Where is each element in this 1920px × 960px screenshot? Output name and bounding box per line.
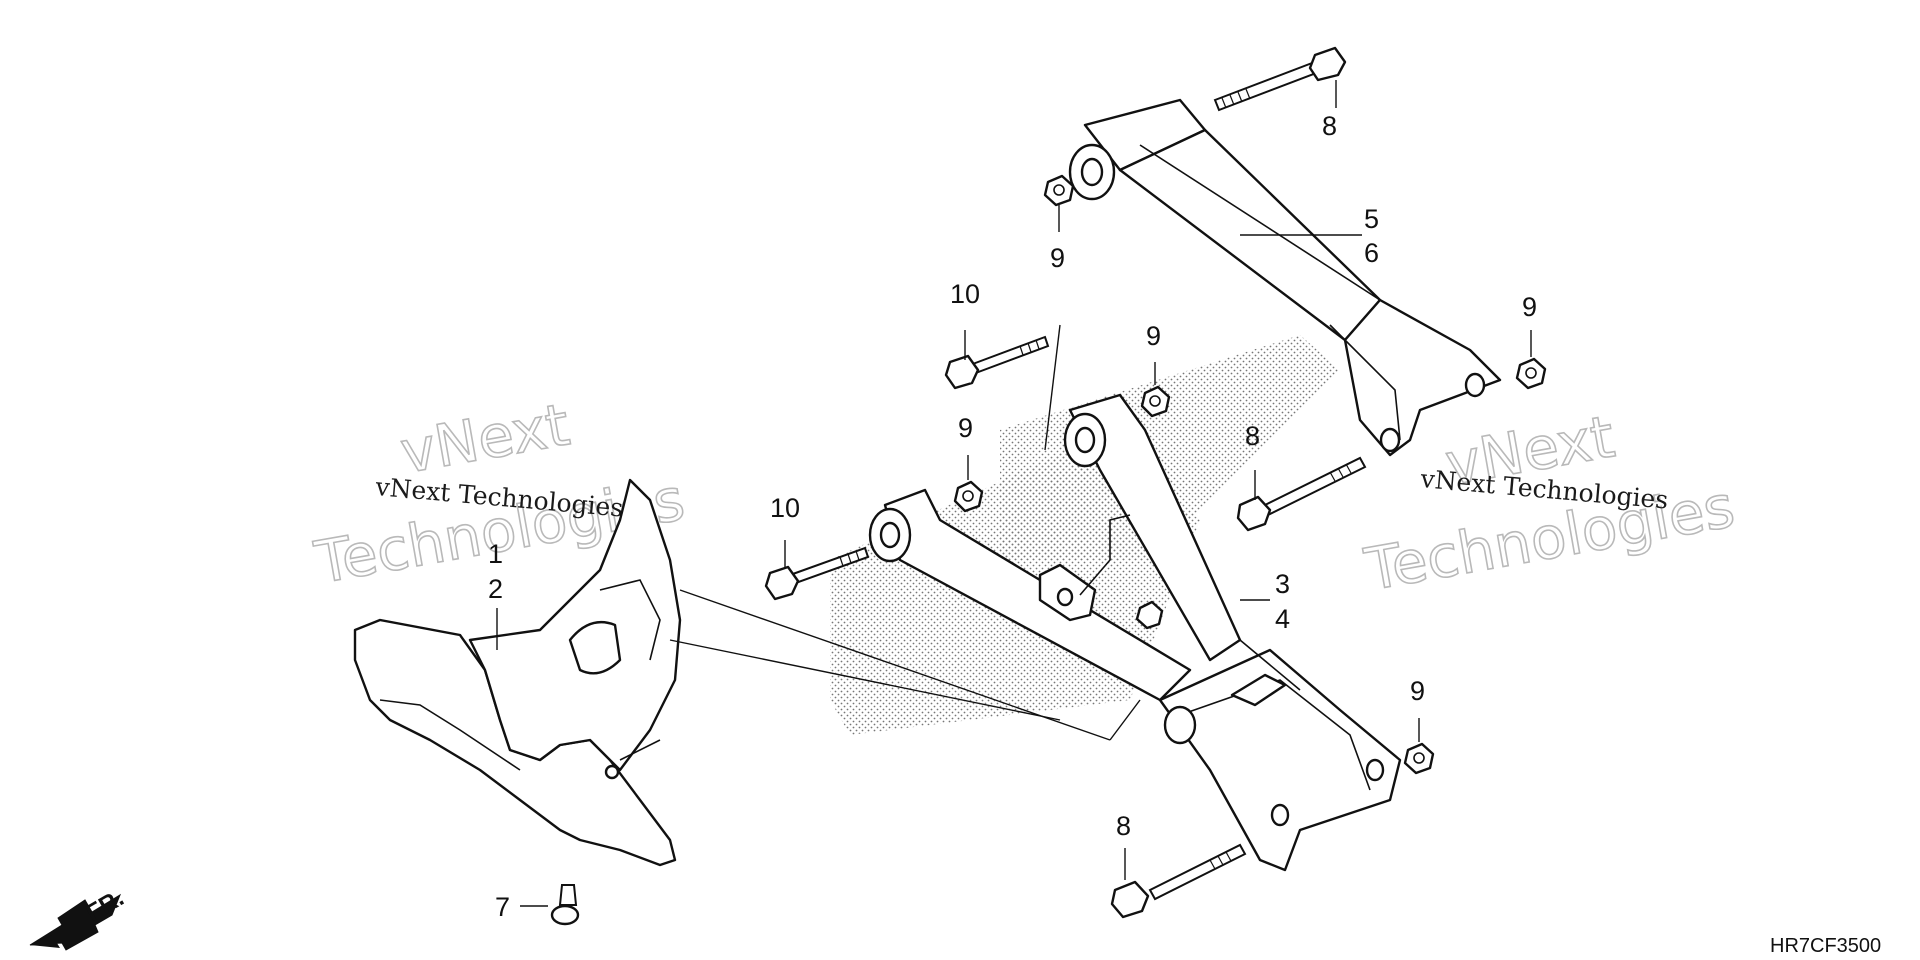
bolt-8-bottom[interactable] bbox=[1110, 843, 1247, 919]
nut-9-e[interactable] bbox=[1403, 742, 1435, 775]
bolt-8-middle[interactable] bbox=[1236, 456, 1367, 532]
nut-9-b[interactable] bbox=[1140, 385, 1171, 418]
nut-9-d[interactable] bbox=[1515, 357, 1547, 390]
callout-10[interactable]: 10 bbox=[770, 493, 800, 523]
callout-2[interactable]: 2 bbox=[488, 574, 503, 604]
nut-9-f[interactable] bbox=[1135, 600, 1164, 630]
watermark-right: vNext Technologies vNext Technologies bbox=[1359, 402, 1740, 605]
callout-7[interactable]: 7 bbox=[495, 892, 510, 922]
callout-9[interactable]: 9 bbox=[958, 413, 973, 443]
callout-5[interactable]: 5 bbox=[1364, 204, 1379, 234]
guard-1-2[interactable] bbox=[353, 478, 682, 867]
screw-7[interactable] bbox=[550, 884, 580, 926]
lower-arm-3-4[interactable] bbox=[868, 393, 1402, 872]
callout-9[interactable]: 9 bbox=[1050, 243, 1065, 273]
callout-10[interactable]: 10 bbox=[950, 279, 980, 309]
leader-lines bbox=[496, 80, 1532, 907]
callout-6[interactable]: 6 bbox=[1364, 238, 1379, 268]
nut-9-c[interactable] bbox=[953, 480, 984, 513]
callout-3[interactable]: 3 bbox=[1275, 569, 1290, 599]
diagram-code: HR7CF3500 bbox=[1770, 935, 1881, 957]
bolt-8-top[interactable] bbox=[1213, 46, 1347, 112]
callout-9[interactable]: 9 bbox=[1410, 676, 1425, 706]
callout-9[interactable]: 9 bbox=[1146, 321, 1161, 351]
callout-8[interactable]: 8 bbox=[1245, 421, 1260, 451]
callout-4[interactable]: 4 bbox=[1275, 604, 1290, 634]
front-direction-arrow-icon: FR. bbox=[29, 884, 128, 951]
nut-9-a[interactable] bbox=[1043, 174, 1075, 207]
reference-lines bbox=[669, 324, 1141, 741]
callouts: 8 9 5 6 10 9 9 9 8 10 3 4 9 1 2 8 7 bbox=[488, 111, 1537, 922]
callout-8[interactable]: 8 bbox=[1116, 811, 1131, 841]
callout-8[interactable]: 8 bbox=[1322, 111, 1337, 141]
callout-1[interactable]: 1 bbox=[488, 539, 503, 569]
bolt-10-upper[interactable] bbox=[944, 335, 1050, 390]
watermark-company-outline: vNext bbox=[396, 390, 575, 486]
callout-9[interactable]: 9 bbox=[1522, 292, 1537, 322]
bolt-10-lower[interactable] bbox=[764, 546, 870, 601]
